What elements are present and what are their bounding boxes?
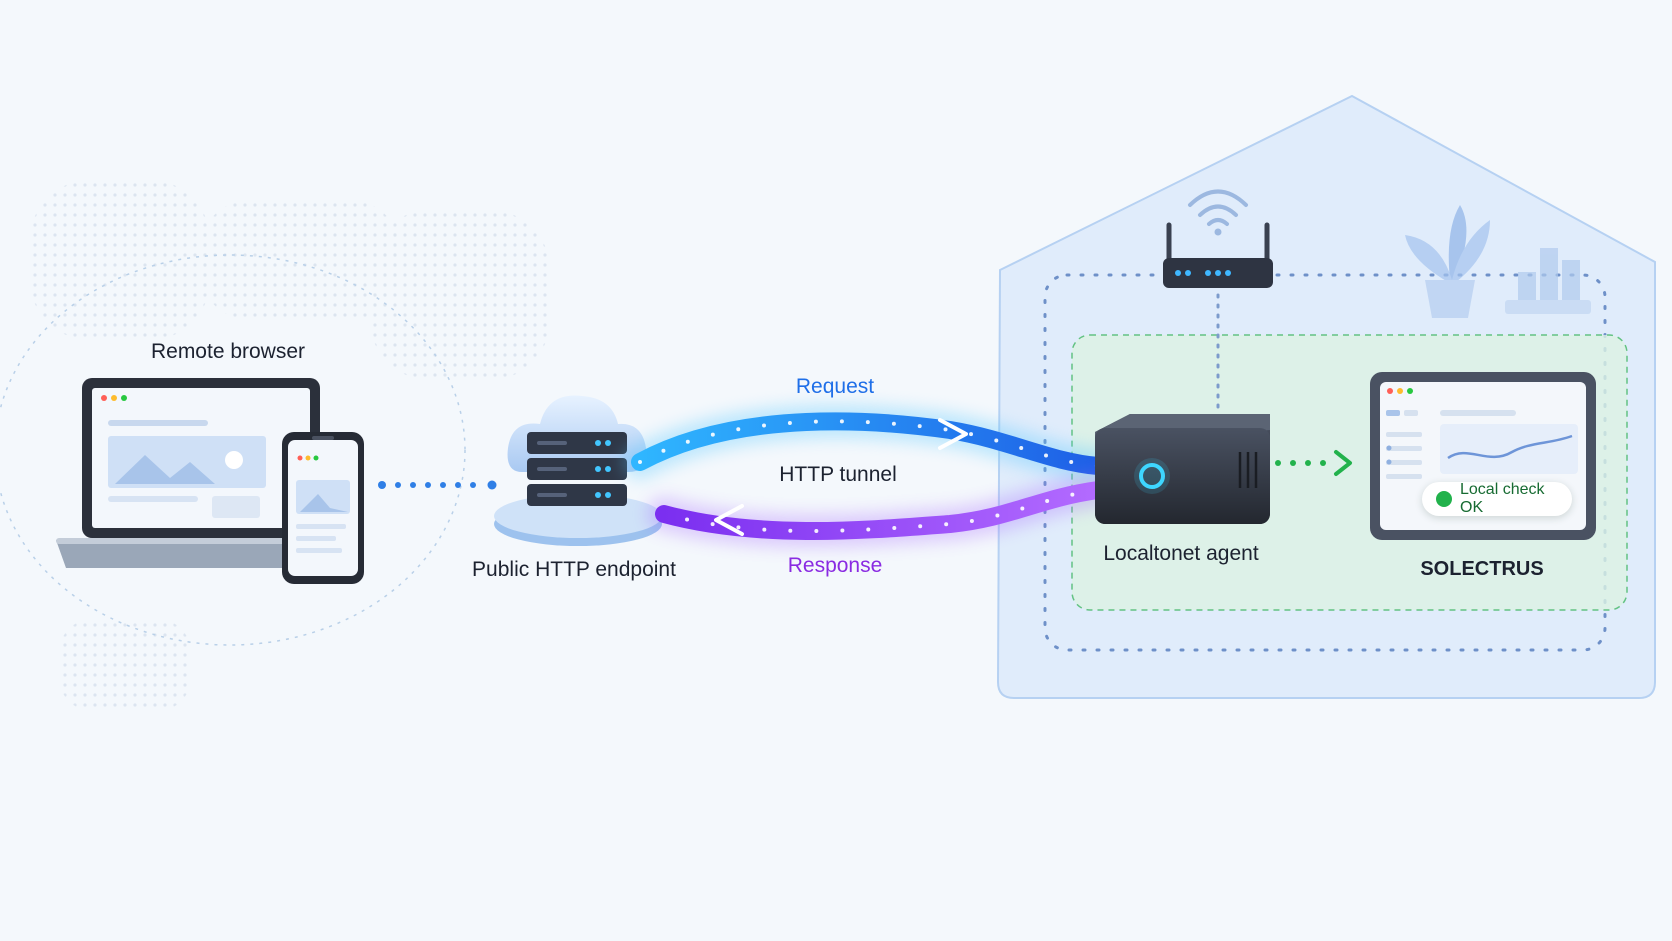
response-tunnel [647,473,1115,548]
agent-label: Localtonet agent [1103,542,1259,565]
localtonet-agent-icon [1095,414,1270,524]
status-dot-icon [1436,491,1452,507]
router-icon [1163,222,1273,412]
http-tunnel-label: HTTP tunnel [779,463,897,486]
phone-icon [282,432,364,584]
laptop-icon [56,378,346,568]
remote-browser-label: Remote browser [150,340,306,363]
local-check-text: Local check OK [1460,481,1545,516]
agent-to-solectrus-link [1275,450,1352,476]
request-label: Request [795,375,875,398]
plant-icon [1405,205,1490,318]
request-tunnel [623,404,1115,483]
response-label: Response [787,554,883,577]
public-endpoint-label: Public HTTP endpoint [472,558,676,581]
public-endpoint-server-icon [494,395,662,546]
green-arrow-icon [1334,450,1352,476]
browser-to-endpoint-link [378,480,497,490]
world-map-dots [30,180,550,710]
local-check-badge: Local check OK [1422,481,1572,516]
wifi-icon [1188,189,1248,226]
solectrus-label: SOLECTRUS [1420,558,1544,580]
wifi-icon-dot [1214,228,1222,236]
response-arrow-icon [714,504,744,536]
request-arrow-icon [938,418,968,450]
globe-outline [0,254,466,646]
bar-chart-decoration [1505,248,1591,314]
